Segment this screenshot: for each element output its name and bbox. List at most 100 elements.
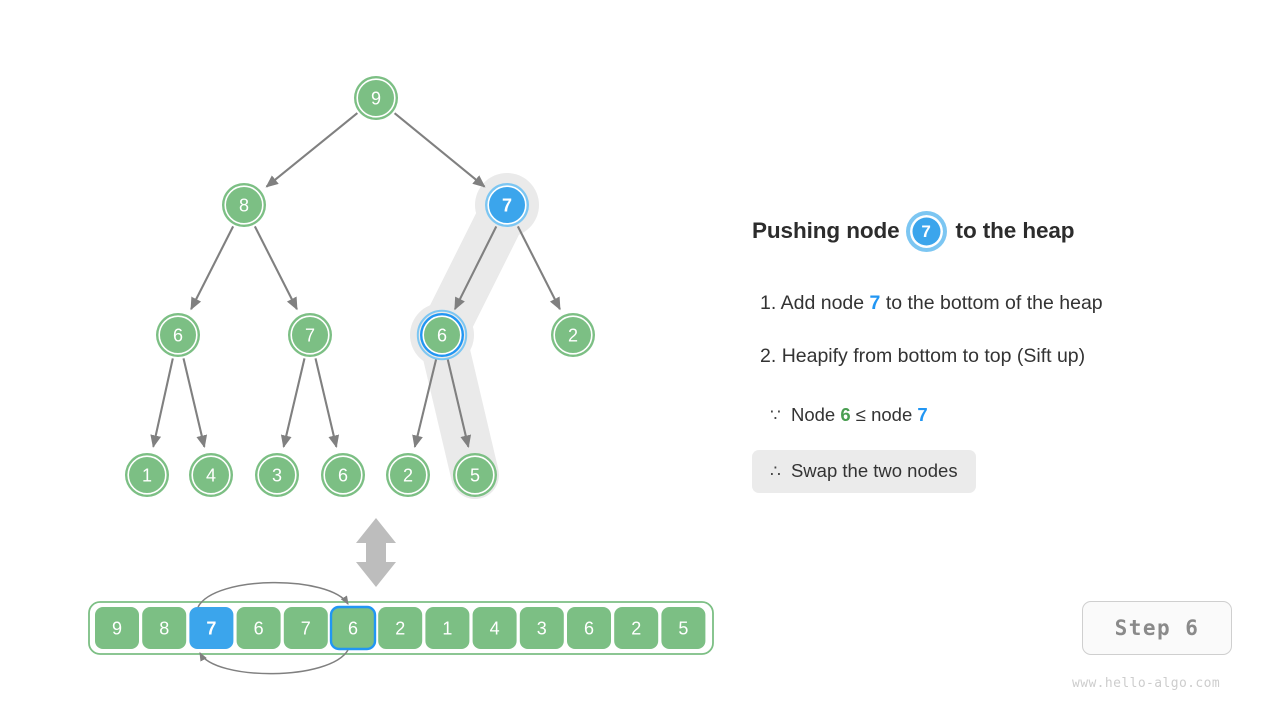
array-cell-value: 7 xyxy=(301,619,311,639)
array-cell-box xyxy=(661,607,706,649)
tree-node-value: 6 xyxy=(437,326,447,346)
tree-edge xyxy=(454,225,498,311)
tree-node-value: 6 xyxy=(338,466,348,486)
tree-node-value: 7 xyxy=(502,196,512,216)
watermark: www.hello-algo.com xyxy=(1072,676,1221,691)
tree-edge xyxy=(412,358,438,449)
array-cell-box xyxy=(614,607,659,649)
tree-node-fill xyxy=(191,455,231,495)
array-cell-value: 6 xyxy=(348,619,358,639)
array-cell[interactable]: 8 xyxy=(142,607,187,649)
step-1-index: 1. xyxy=(760,292,777,314)
array-cell[interactable]: 6 xyxy=(236,607,281,649)
tree-node-value: 2 xyxy=(403,466,413,486)
tree-node-fill xyxy=(356,78,396,118)
step-1-text: 1. Add node 7 to the bottom of the heap xyxy=(760,292,1103,315)
array-cell-value: 7 xyxy=(206,619,216,639)
array-cell-value: 3 xyxy=(537,619,547,639)
tree-node-value: 4 xyxy=(206,466,216,486)
tree-edges xyxy=(150,112,561,449)
array-cell[interactable]: 2 xyxy=(614,607,659,649)
tree-node-fill xyxy=(323,455,363,495)
therefore-symbol: ∴ xyxy=(770,462,781,481)
tree-node[interactable]: 7 xyxy=(485,183,529,227)
tree-node[interactable]: 5 xyxy=(453,453,497,497)
array-cell-box xyxy=(567,607,611,649)
conclusion-text: Swap the two nodes xyxy=(790,460,958,481)
step-2-text: 2. Heapify from bottom to top (Sift up) xyxy=(760,345,1085,368)
array-cell[interactable]: 3 xyxy=(519,607,564,649)
array-cell-box xyxy=(283,607,328,649)
array-cell-value: 4 xyxy=(490,619,500,639)
tree-node-value: 8 xyxy=(239,196,249,216)
step-2-index: 2. xyxy=(760,345,777,367)
tree-node-fill xyxy=(422,315,462,355)
tree-node[interactable]: 6 xyxy=(416,309,468,361)
tree-node[interactable]: 8 xyxy=(222,183,266,227)
tree-edge xyxy=(182,358,208,448)
tree-node[interactable]: 2 xyxy=(551,313,595,357)
tree-node-value: 2 xyxy=(568,326,578,346)
step-badge: Step 6 xyxy=(1082,601,1232,655)
tree-edge xyxy=(393,112,486,188)
tree-node-fill xyxy=(487,185,527,225)
tree-edge xyxy=(190,225,235,311)
explanation-panel: Pushing node 7 to the heap 1. Add node 7… xyxy=(752,0,1280,720)
tree-node-value: 1 xyxy=(142,466,152,486)
array-cell-value: 2 xyxy=(395,619,405,639)
reason-value-a: 6 xyxy=(840,404,851,425)
reason-value-b: 7 xyxy=(917,404,928,425)
tree-edge xyxy=(446,358,472,448)
array-outline xyxy=(88,601,714,655)
array-cell-box xyxy=(425,607,470,649)
tree-node-fill xyxy=(158,315,198,355)
tree-node-fill xyxy=(388,455,428,495)
tree-node[interactable]: 9 xyxy=(354,76,398,120)
step-2-before: Heapify from bottom to top (Sift up) xyxy=(781,345,1086,367)
title-prefix: Pushing node xyxy=(752,217,900,243)
tree-node[interactable]: 2 xyxy=(386,453,430,497)
array-cell[interactable]: 7 xyxy=(283,607,328,649)
tree-node-halo xyxy=(416,309,468,361)
step-1-value: 7 xyxy=(869,292,881,314)
array-cell-box xyxy=(236,607,281,649)
array-cell[interactable]: 9 xyxy=(95,607,139,649)
tree-node[interactable]: 7 xyxy=(288,313,332,357)
tree-edge xyxy=(280,358,306,448)
tree-edge xyxy=(265,112,359,188)
tree-node-fill xyxy=(127,455,167,495)
tree-node-fill xyxy=(224,185,264,225)
because-symbol: ∵ xyxy=(770,406,781,425)
array-cell-box xyxy=(472,607,517,649)
array-cell[interactable]: 1 xyxy=(425,607,470,649)
array-cell[interactable]: 2 xyxy=(378,607,423,649)
array-cell[interactable]: 4 xyxy=(472,607,517,649)
tree-node[interactable]: 1 xyxy=(125,453,169,497)
array-cell[interactable]: 6 xyxy=(329,605,377,651)
tree-node-value: 6 xyxy=(173,326,183,346)
array-cell-box xyxy=(519,607,564,649)
page-title: Pushing node 7 to the heap xyxy=(752,214,1075,248)
tree-node-value: 7 xyxy=(305,326,315,346)
tree-node-value: 3 xyxy=(272,466,282,486)
array-cell-value: 9 xyxy=(112,619,122,639)
step-1-after: to the bottom of the heap xyxy=(885,292,1103,314)
array-cell[interactable]: 5 xyxy=(661,607,706,649)
tree-node[interactable]: 4 xyxy=(189,453,233,497)
tree-node[interactable]: 6 xyxy=(156,313,200,357)
array-cell-box xyxy=(329,605,377,651)
tree-node-value: 9 xyxy=(371,89,381,109)
tree-nodes: 9 8 7 6 7 6 2 1 4 3 6 2 5 xyxy=(125,76,595,497)
tree-node-fill xyxy=(553,315,593,355)
tree-node[interactable]: 6 xyxy=(321,453,365,497)
tree-node-fill xyxy=(455,455,495,495)
array-cell[interactable]: 7 xyxy=(189,607,234,649)
reason-line: ∵ Node 6 ≤ node 7 xyxy=(770,404,928,426)
array-cell-value: 2 xyxy=(631,619,641,639)
tree-node[interactable]: 3 xyxy=(255,453,299,497)
array-cell-value: 8 xyxy=(159,619,169,639)
array-cell[interactable]: 6 xyxy=(567,607,611,649)
